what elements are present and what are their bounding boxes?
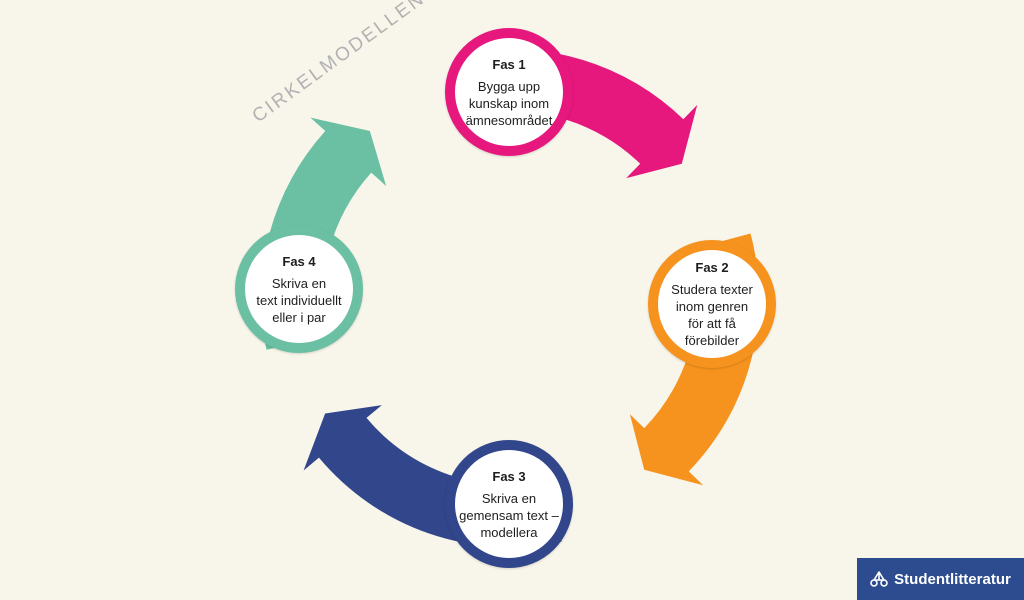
phase-1-title: Fas 1 <box>492 56 526 72</box>
phase-2-title: Fas 2 <box>695 260 729 275</box>
studentlitteratur-logo-icon <box>870 571 888 587</box>
phase-2-circle: Fas 2 Studera texter inom genren för att… <box>648 240 776 368</box>
phase-3-circle: Fas 3 Skriva en gemensam text – modeller… <box>445 440 573 568</box>
phase-3-text: Skriva en gemensam text – modellera <box>459 490 559 540</box>
phase-1-circle: Fas 1 Bygga upp kunskap inom ämnesområde… <box>445 28 573 156</box>
phase-3-title: Fas 3 <box>492 468 526 484</box>
phase-2-text: Studera texter inom genren för att få fö… <box>671 282 753 348</box>
phase-4-text: Skriva en text individuellt eller i par <box>256 275 342 325</box>
brand-logo[interactable]: Studentlitteratur <box>857 558 1024 600</box>
phase-1-text: Bygga upp kunskap inom ämnesområdet <box>465 78 553 128</box>
phase-4-circle: Fas 4 Skriva en text individuellt eller … <box>235 225 363 353</box>
phase-4-title: Fas 4 <box>282 253 316 269</box>
brand-name: Studentlitteratur <box>894 570 1011 588</box>
